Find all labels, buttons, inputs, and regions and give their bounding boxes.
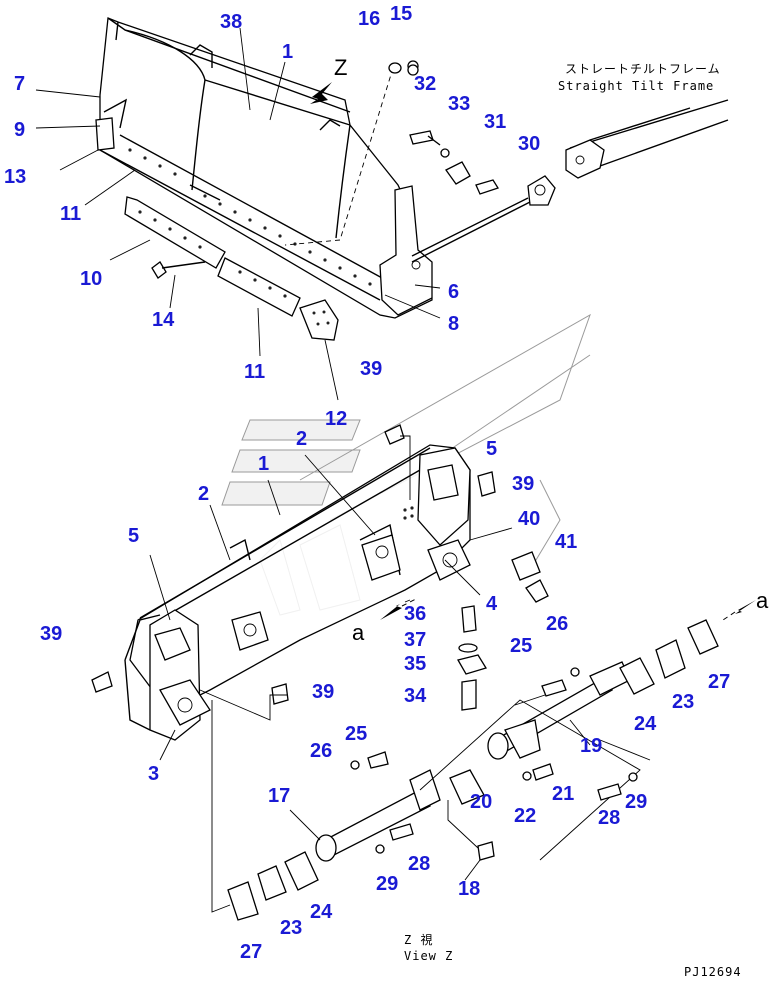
callout: 39 (312, 681, 334, 703)
callout: 25 (345, 723, 367, 745)
callout: 41 (555, 531, 577, 553)
callout: 11 (60, 203, 81, 225)
view-label-en: View Z (404, 949, 453, 963)
callout: 6 (448, 281, 459, 303)
callout: 30 (518, 133, 540, 155)
callout: 29 (625, 791, 647, 813)
callout: 40 (518, 508, 540, 530)
callout: 9 (14, 119, 25, 141)
view-letter-z: Z (334, 55, 347, 80)
callout: 24 (634, 713, 657, 735)
callout: 2 (198, 483, 209, 505)
callout: 5 (486, 438, 497, 460)
cylinder-hardware (284, 60, 556, 263)
callout: 29 (376, 873, 398, 895)
callout: 39 (512, 473, 534, 495)
callout: 1 (282, 41, 293, 63)
arrow-letter-right: a (756, 588, 769, 613)
callout: 23 (280, 917, 302, 939)
callout: 12 (325, 408, 347, 430)
callout: 35 (404, 653, 426, 675)
callout-numbers: 38 1 16 15 7 32 33 9 31 13 30 11 10 6 14… (4, 3, 730, 963)
callout: 31 (484, 111, 506, 133)
blade-hole-row (128, 148, 372, 286)
callout: 10 (80, 268, 102, 290)
callout: 37 (404, 629, 426, 651)
cutting-edges (124, 196, 339, 341)
callout: 27 (708, 671, 730, 693)
callout: 34 (404, 685, 427, 707)
plate-and-bolt-40-41 (511, 551, 549, 603)
pin-stack-34-37 (404, 599, 487, 711)
leader-lines (35, 27, 591, 881)
frame-label-jp: ストレートチルトフレーム (565, 62, 721, 76)
tilt-frame-fragment (565, 99, 729, 179)
callout: 2 (296, 428, 307, 450)
callout: 38 (220, 11, 242, 33)
arrow-letter-left: a (352, 620, 365, 645)
callout: 28 (598, 807, 620, 829)
callout: 20 (470, 791, 492, 813)
view-label-jp: Z 視 (404, 932, 433, 947)
frame-label-en: Straight Tilt Frame (558, 79, 714, 93)
callout: 23 (672, 691, 694, 713)
callout: 14 (152, 309, 175, 331)
callout: 26 (310, 740, 332, 762)
callout: 17 (268, 785, 290, 807)
ghost-plates (221, 313, 591, 616)
arrow-a-right: a (719, 588, 769, 623)
arrow-a-left: a (352, 597, 419, 645)
callout: 39 (40, 623, 62, 645)
callout: 19 (580, 735, 602, 757)
callout: 32 (414, 73, 436, 95)
callout: 27 (240, 941, 262, 963)
callout: 21 (552, 783, 574, 805)
callout: 22 (514, 805, 536, 827)
view-z-arrow: Z (310, 55, 347, 104)
callout: 15 (390, 3, 412, 25)
callout: 13 (4, 166, 26, 188)
callout: 18 (458, 878, 480, 900)
blade-assembly (95, 17, 433, 319)
callout: 33 (448, 93, 470, 115)
callout: 24 (310, 901, 333, 923)
callout: 8 (448, 313, 459, 335)
callout: 25 (510, 635, 532, 657)
straight-tilt-frame (124, 444, 471, 741)
callout: 16 (358, 8, 380, 30)
callout: 5 (128, 525, 139, 547)
bolt-14 (151, 261, 206, 279)
callout: 7 (14, 73, 25, 95)
view-z-assembly (211, 619, 719, 921)
callout: 11 (244, 361, 265, 383)
callout: 3 (148, 763, 159, 785)
callout: 39 (360, 358, 382, 380)
drawing-code: PJ12694 (684, 965, 742, 979)
callout: 1 (258, 453, 269, 475)
callout: 28 (408, 853, 430, 875)
callout: 26 (546, 613, 568, 635)
callout: 36 (404, 603, 426, 625)
grease-fittings (91, 424, 496, 721)
callout: 4 (486, 593, 498, 615)
